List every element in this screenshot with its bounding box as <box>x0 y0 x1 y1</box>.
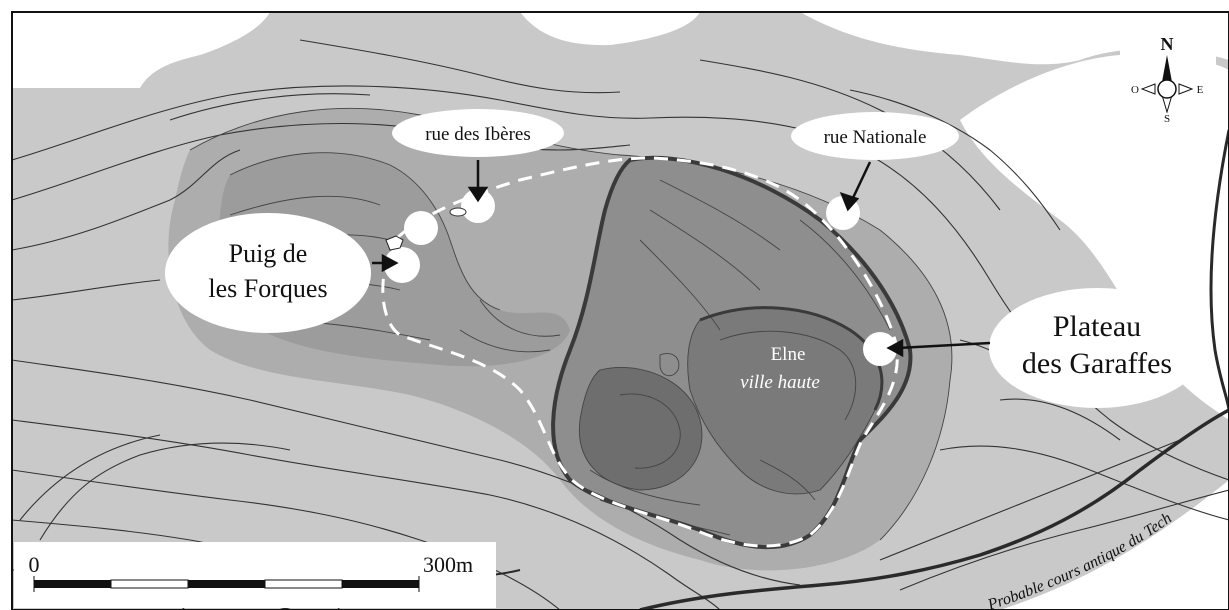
compass-needle-north <box>1162 55 1172 82</box>
enclosure-dashed-line <box>381 156 899 548</box>
terrain-top-inner <box>579 367 702 490</box>
scale-bar: 0 300m <box>14 542 496 608</box>
label-plateau-line1: Plateau <box>1053 310 1141 343</box>
scale-bar-end-label: 300m <box>423 552 473 577</box>
site-marker-puig-upper <box>404 211 438 245</box>
white-area-top-center <box>520 12 700 46</box>
terrain-top <box>687 307 882 494</box>
site-marker-small <box>449 207 467 217</box>
site-marker-puig-lower <box>384 247 420 283</box>
label-plateau-line2: des Garaffes <box>1022 347 1172 380</box>
compass-rose: N O E S <box>1120 30 1216 126</box>
label-puig-line2: les Forques <box>208 274 327 303</box>
map-frame <box>11 11 1229 610</box>
compass-south-label: S <box>1164 113 1170 125</box>
compass-north-label: N <box>1161 34 1174 54</box>
site-marker-plateau <box>863 332 897 366</box>
site-markers <box>384 189 897 366</box>
site-marker-rue-iberes <box>461 189 495 223</box>
label-rue-nationale: rue Nationale <box>824 127 927 148</box>
label-elne: Elne <box>771 344 806 365</box>
arrowhead-rue-nationale <box>839 191 860 212</box>
oppidum-inner-edge <box>699 306 884 411</box>
white-area-top-left <box>12 12 270 88</box>
arrows <box>372 160 991 358</box>
arrowhead-plateau <box>886 338 904 358</box>
scale-bar-segment-1 <box>34 580 111 588</box>
label-rue-iberes: rue des Ibères <box>425 124 531 145</box>
scale-bar-segment-4 <box>264 579 343 589</box>
scale-bar-start-label: 0 <box>29 552 40 577</box>
river-right-branch <box>1209 129 1229 411</box>
oppidum-edge <box>551 155 913 550</box>
label-puig-line1: Puig de <box>229 239 308 268</box>
compass-needle-east <box>1178 83 1194 95</box>
arrowhead-rue-iberes <box>467 186 489 203</box>
compass-center-ring <box>1157 79 1177 99</box>
scale-bar-segment-5 <box>342 580 419 588</box>
compass-needle-west <box>1140 83 1156 95</box>
bubble-rue-nationale <box>791 112 959 160</box>
arrow-rue-nationale <box>850 161 872 201</box>
bubble-puig <box>165 213 371 333</box>
compass-east-label: E <box>1197 84 1204 96</box>
label-ville-haute: ville haute <box>740 372 820 393</box>
arrowhead-puig <box>381 253 399 273</box>
arrow-plateau <box>897 341 991 350</box>
white-area-top-right <box>800 12 1229 65</box>
scale-bar-segment-3 <box>188 580 265 588</box>
white-area-bottom-right <box>1000 480 1229 610</box>
bubble-plateau <box>989 288 1205 408</box>
building-icon <box>385 235 404 251</box>
compass-west-label: O <box>1131 84 1139 96</box>
bubble-rue-iberes <box>392 109 564 157</box>
river-ancient-tech <box>639 408 1229 610</box>
scale-bar-segment-2 <box>110 579 189 589</box>
scale-bar-background <box>14 542 496 608</box>
